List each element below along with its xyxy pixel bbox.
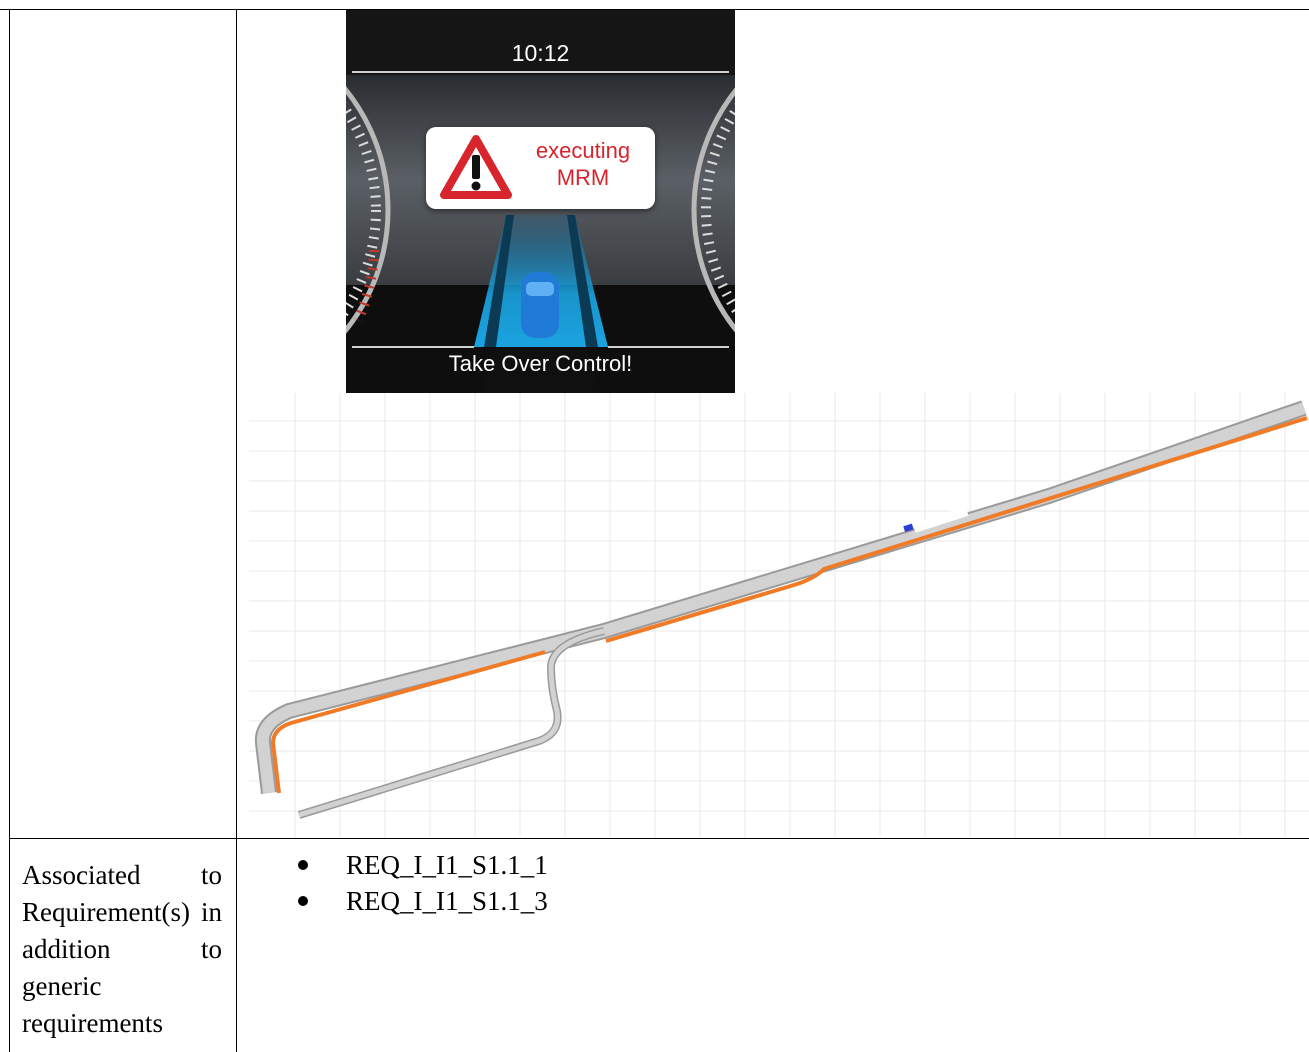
list-item: REQ_I_I1_S1.1_1 <box>298 847 548 883</box>
requirements-list: REQ_I_I1_S1.1_1 REQ_I_I1_S1.1_3 <box>298 847 548 919</box>
mrm-warning-box: executing MRM <box>426 127 655 209</box>
map-grid <box>249 393 1309 837</box>
requirement-id: REQ_I_I1_S1.1_3 <box>346 886 548 916</box>
bullet-icon <box>298 896 308 906</box>
table-border-left <box>9 9 10 1052</box>
road-network <box>254 400 1307 819</box>
hmi-clock: 10:12 <box>511 40 570 66</box>
table-column-divider <box>236 9 237 1052</box>
table-row-divider <box>9 838 1309 839</box>
requirement-id: REQ_I_I1_S1.1_1 <box>346 850 548 880</box>
mrm-warning-text: executing MRM <box>535 138 631 190</box>
vehicle-path <box>271 416 1308 794</box>
associated-requirements-label: Associated to Requirement(s) in addition… <box>22 860 222 1038</box>
road-map-image <box>249 393 1309 837</box>
warning-triangle-icon <box>440 135 512 199</box>
table-border-top <box>0 9 1309 10</box>
bullet-icon <box>298 860 308 870</box>
hmi-dashboard-image: 10:12 executing MRM Take Over Control! <box>346 10 735 393</box>
car-icon <box>521 272 559 338</box>
takeover-message: Take Over Control! <box>448 351 633 376</box>
list-item: REQ_I_I1_S1.1_3 <box>298 883 548 919</box>
